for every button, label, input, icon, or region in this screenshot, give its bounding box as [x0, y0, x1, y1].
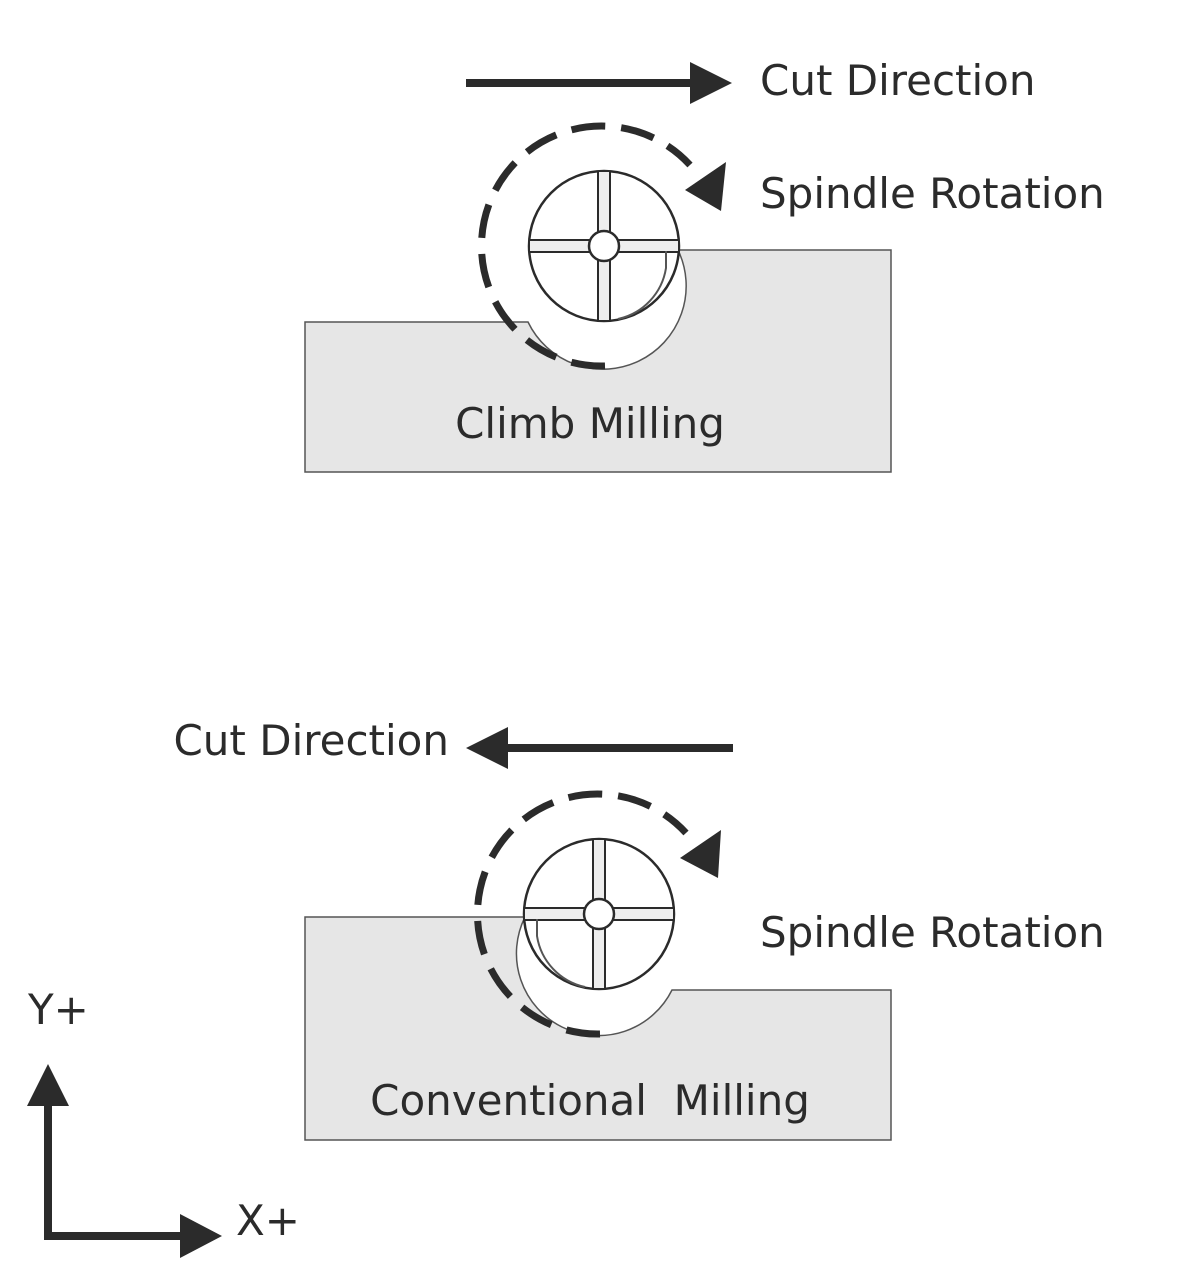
y-axis-label: Y+	[27, 985, 89, 1034]
climb-cut-direction-label: Cut Direction	[760, 56, 1036, 105]
climb-cut-direction-arrow	[466, 62, 732, 104]
climb-spindle-rotation-label: Spindle Rotation	[760, 169, 1105, 218]
axes-indicator: Y+ X+	[27, 985, 300, 1258]
x-axis-arrowhead	[180, 1214, 222, 1258]
x-axis-label: X+	[236, 1196, 300, 1245]
conventional-cut-direction-label: Cut Direction	[173, 716, 449, 765]
conventional-cut-direction-arrow	[466, 727, 733, 769]
climb-spindle-rotation-icon	[478, 122, 726, 370]
climb-workpiece	[304, 249, 892, 473]
climb-cutter-icon	[527, 169, 681, 323]
climb-milling-group: Cut Direction Spindle Rotation Climb Mil…	[304, 56, 1105, 473]
conventional-spindle-rotation-icon	[473, 790, 721, 1038]
conventional-milling-group: Cut Direction Spindle Rotation Conventio…	[173, 716, 1105, 1141]
conventional-spindle-rotation-label: Spindle Rotation	[760, 908, 1105, 957]
climb-milling-title: Climb Milling	[455, 399, 725, 448]
y-axis-arrowhead	[27, 1064, 69, 1106]
conventional-milling-title: Conventional Milling	[370, 1076, 810, 1125]
conventional-cutter-icon	[522, 837, 676, 991]
